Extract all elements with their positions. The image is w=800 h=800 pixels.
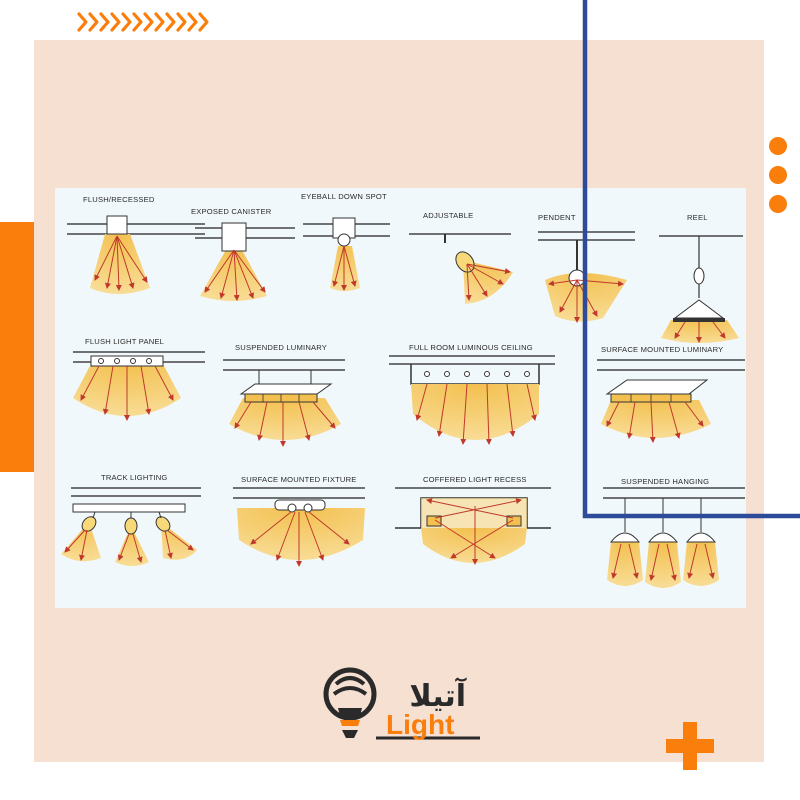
- fixture-flush-recessed: FLUSH/RECESSED: [67, 195, 205, 294]
- orange-side-bar: [0, 222, 34, 472]
- fixture-label: SUSPENDED LUMINARY: [235, 343, 327, 352]
- plus-icon: [666, 722, 714, 770]
- fixture-label: SUSPENDED HANGING: [621, 477, 709, 486]
- fixture-label: PENDENT: [538, 213, 576, 222]
- three-dots-icon: [769, 137, 787, 213]
- fixture-label: EXPOSED CANISTER: [191, 207, 272, 216]
- fixture-adjustable: ADJUSTABLE: [409, 211, 513, 304]
- lighting-fixtures-diagram: FLUSH/RECESSED EXPOSED CANISTER EYEBALL …: [55, 188, 746, 608]
- fixture-label: REEL: [687, 213, 708, 222]
- logo-latin-text: Light: [386, 709, 454, 740]
- fixture-label: SURFACE MOUNTED FIXTURE: [241, 475, 357, 484]
- fixture-full-room-luminous-ceiling: FULL ROOM LUMINOUS CEILING: [389, 343, 555, 445]
- fixture-label: EYEBALL DOWN SPOT: [301, 192, 387, 201]
- fixture-surface-mounted-fixture: SURFACE MOUNTED FIXTURE: [233, 475, 365, 567]
- fixture-flush-light-panel: FLUSH LIGHT PANEL: [73, 337, 205, 421]
- fixture-surface-mounted-luminary: SURFACE MOUNTED LUMINARY: [597, 345, 745, 443]
- fixture-label: FLUSH/RECESSED: [83, 195, 155, 204]
- fixture-label: FULL ROOM LUMINOUS CEILING: [409, 343, 533, 352]
- logo-arabic-text: آتیلا: [409, 677, 466, 714]
- atila-light-logo: آتیلا Light: [316, 664, 486, 748]
- fixture-label: TRACK LIGHTING: [101, 473, 168, 482]
- fixture-coffered-light-recess: COFFERED LIGHT RECESS: [395, 475, 551, 565]
- fixture-label: ADJUSTABLE: [423, 211, 473, 220]
- fixture-track-lighting: TRACK LIGHTING: [61, 473, 201, 566]
- fixture-pendent: PENDENT: [538, 213, 635, 323]
- fixture-label: FLUSH LIGHT PANEL: [85, 337, 164, 346]
- fixture-exposed-canister: EXPOSED CANISTER: [191, 207, 295, 301]
- fixture-reel: REEL: [659, 213, 743, 343]
- fixture-eyeball-down-spot: EYEBALL DOWN SPOT: [301, 192, 390, 291]
- fixture-suspended-luminary: SUSPENDED LUMINARY: [223, 343, 345, 447]
- fixture-label: SURFACE MOUNTED LUMINARY: [601, 345, 723, 354]
- chevron-row-icon: [77, 12, 209, 32]
- bulb-logo-icon: آتیلا Light: [323, 667, 480, 740]
- fixture-label: COFFERED LIGHT RECESS: [423, 475, 527, 484]
- fixture-suspended-hanging: SUSPENDED HANGING: [603, 477, 745, 588]
